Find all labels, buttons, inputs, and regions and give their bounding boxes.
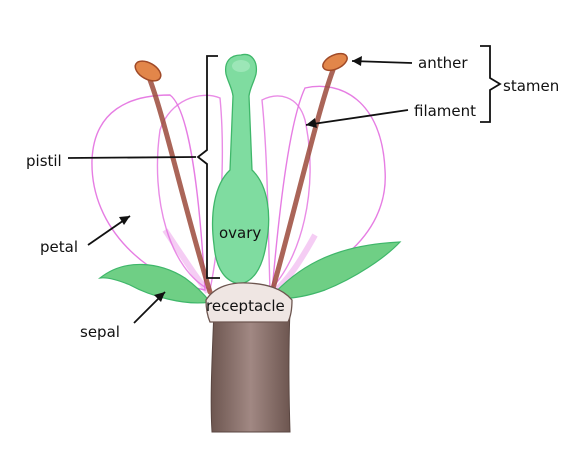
- sepal-right: [268, 241, 402, 300]
- label-ovary: ovary: [219, 224, 261, 242]
- label-receptacle: receptacle: [206, 297, 285, 315]
- petal-left-inner: [156, 94, 224, 292]
- stigma: [232, 60, 250, 72]
- petal-shading-left: [162, 228, 211, 294]
- label-sepal: sepal: [80, 323, 120, 341]
- label-anther: anther: [418, 54, 468, 72]
- label-pistil: pistil: [26, 152, 62, 170]
- anther-left: [134, 60, 162, 82]
- anther-right: [322, 52, 348, 72]
- filament-right: [269, 67, 336, 295]
- pistil-bracket: [196, 55, 220, 279]
- label-stamen: stamen: [503, 77, 559, 95]
- arrow-pistil: [67, 156, 197, 159]
- label-filament: filament: [414, 102, 476, 120]
- stamen-bracket: [480, 45, 502, 123]
- arrow-anther: [351, 56, 413, 66]
- petal-left-outer: [91, 94, 206, 291]
- pistil-shape: [211, 53, 270, 285]
- receptacle-shape: [205, 282, 293, 323]
- petal-shading-right: [272, 233, 318, 295]
- arrow-petal: [87, 215, 131, 246]
- label-petal: petal: [40, 238, 78, 256]
- arrow-sepal: [133, 291, 166, 324]
- arrow-filament: [305, 109, 409, 128]
- filament-left: [147, 77, 213, 295]
- stem: [210, 309, 291, 433]
